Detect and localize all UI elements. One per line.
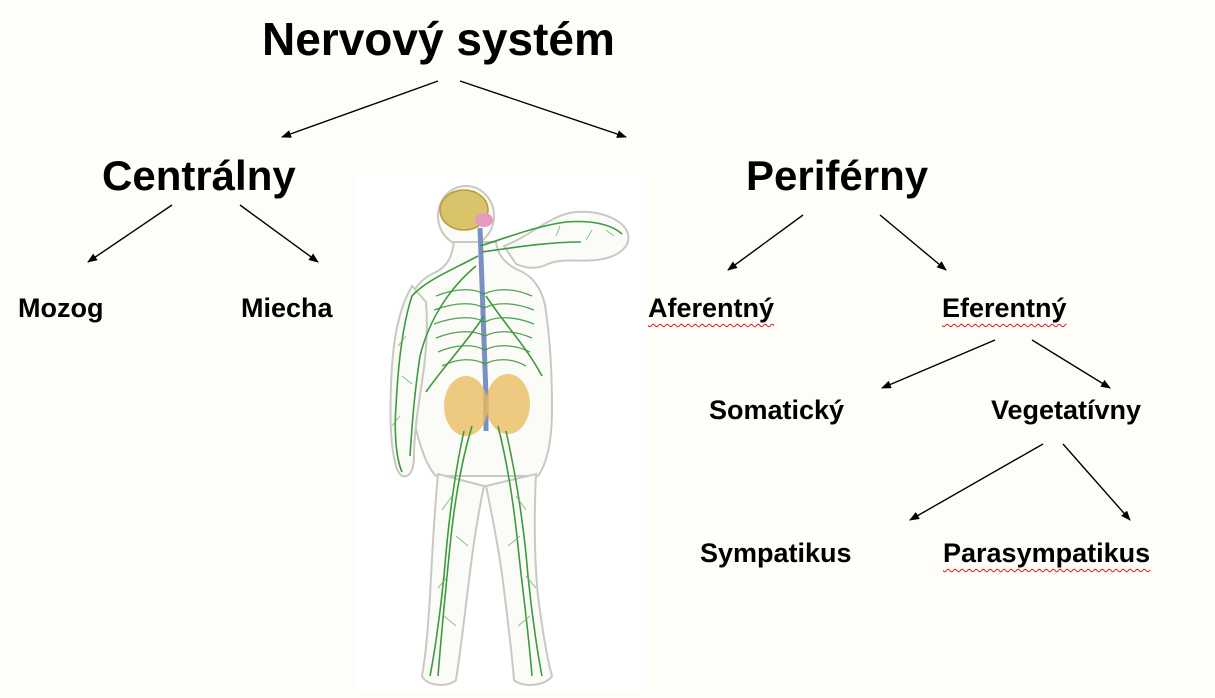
arrow-central-to-brain <box>88 205 172 262</box>
arrow-vegetative-to-parasympathetic <box>1063 444 1130 520</box>
nervous-system-illustration <box>356 176 646 693</box>
arrow-vegetative-to-sympathetic <box>910 444 1043 520</box>
arrow-title-to-central <box>282 81 438 137</box>
arrow-central-to-spinal-cord <box>240 205 318 262</box>
arrow-title-to-peripheral <box>460 81 626 137</box>
arrow-peripheral-to-afferent <box>728 215 803 270</box>
human-body-figure <box>356 176 646 693</box>
arrow-peripheral-to-efferent <box>880 215 946 270</box>
arrow-efferent-to-vegetative <box>1032 340 1110 388</box>
arrow-efferent-to-somatic <box>882 340 995 388</box>
